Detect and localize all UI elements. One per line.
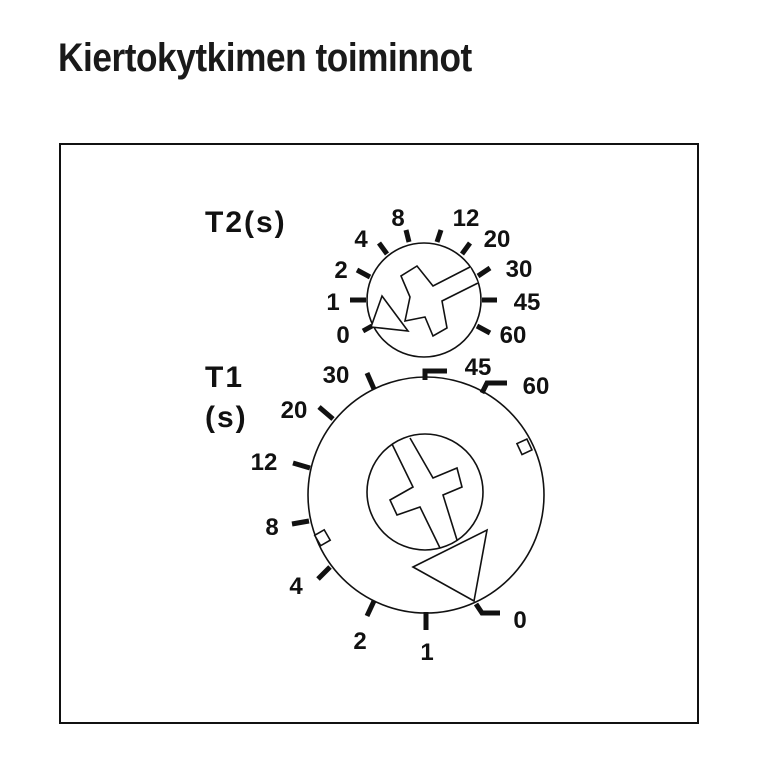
t1-tick-label: 30 — [323, 362, 350, 389]
t1-tick-label: 4 — [289, 573, 303, 600]
t1-tick-label: 8 — [265, 514, 278, 541]
t1-tick-2 — [364, 599, 377, 618]
t1-knob-slot-right — [409, 437, 463, 541]
t2-tick-8 — [403, 229, 412, 243]
t1-tick-label: 1 — [420, 639, 433, 666]
t1-tick-8 — [291, 518, 310, 527]
diagram-frame — [59, 143, 699, 724]
t1-tick-60 — [479, 380, 507, 395]
t1-knob — [366, 433, 484, 551]
t2-tick-2 — [355, 267, 372, 280]
page-title: Kiertokytkimen toiminnot — [58, 36, 472, 80]
t2-tick-label: 60 — [500, 322, 527, 349]
t1-tick-label: 60 — [523, 373, 550, 400]
t2-pointer-icon — [369, 294, 410, 332]
t2-tick-20 — [459, 241, 473, 256]
t2-tick-60 — [475, 323, 492, 336]
t1-label-line1: T1 — [205, 361, 244, 394]
t1-tick-12 — [292, 460, 311, 471]
t1-tick-0 — [473, 602, 500, 616]
t1-pointer-icon — [411, 528, 489, 603]
t1-tick-45 — [422, 368, 447, 380]
t2-tick-label: 4 — [354, 226, 368, 253]
t2-tick-label: 1 — [326, 289, 339, 316]
t1-marker-square — [515, 437, 534, 456]
t1-tick-label: 12 — [251, 449, 278, 476]
t1-tick-30 — [364, 371, 377, 391]
t1-tick-20 — [317, 405, 335, 421]
t1-tick-label: 20 — [281, 397, 308, 424]
t1-tick-label: 0 — [513, 607, 526, 634]
t1-knob-slot-left — [388, 443, 441, 549]
t1-tick-label: 2 — [353, 628, 366, 655]
t2-tick-label: 0 — [336, 322, 349, 349]
t1-tick-4 — [316, 565, 332, 581]
t2-tick-4 — [376, 241, 390, 256]
t2-tick-label: 30 — [506, 256, 533, 283]
t2-tick-30 — [476, 265, 492, 279]
t2-knob-slot — [399, 264, 479, 338]
t2-tick-label: 45 — [514, 289, 541, 316]
t1-tick-label: 45 — [465, 354, 492, 381]
t2-tick-12 — [434, 229, 444, 243]
t2-tick-label: 12 — [453, 205, 480, 232]
t2-tick-0 — [361, 323, 374, 334]
t1-label-line2: (s) — [205, 401, 248, 434]
t1-marker-square — [313, 528, 332, 547]
t2-tick-label: 2 — [334, 257, 347, 284]
t2-tick-label: 20 — [484, 226, 511, 253]
t2-label: T2(s) — [205, 206, 287, 239]
t2-tick-label: 8 — [391, 205, 404, 232]
